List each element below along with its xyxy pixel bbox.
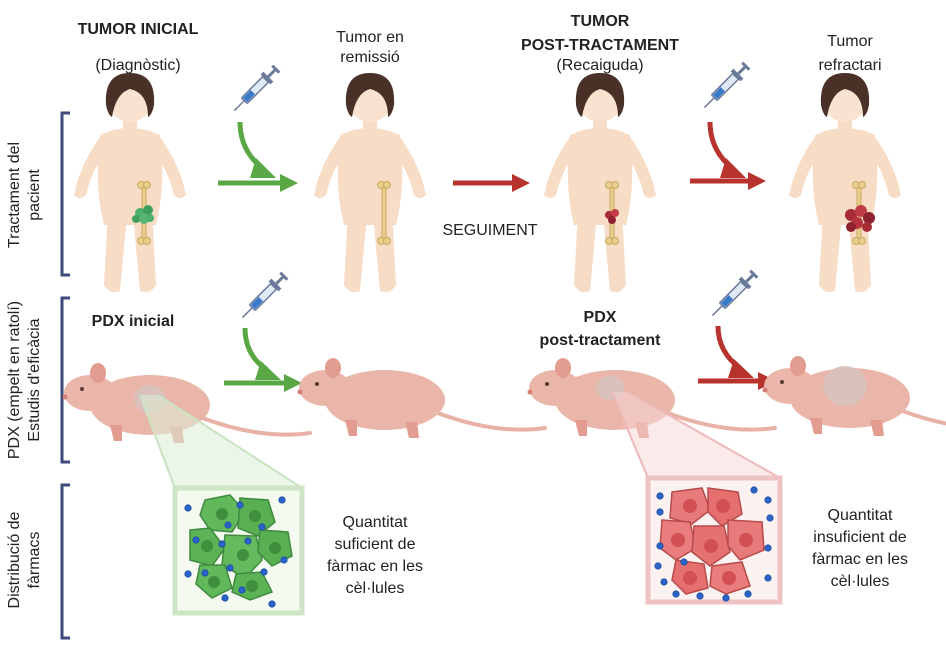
tumor-initial	[132, 205, 154, 224]
stage-refractory-title-1: Tumor	[827, 33, 873, 50]
drug-text-insufficient-line4: cèl·lules	[830, 573, 890, 590]
child-initial	[74, 73, 186, 293]
drug-text-sufficient-line3: fàrmac en les	[326, 558, 424, 575]
cell-box-insufficient	[645, 475, 783, 605]
drug-text-sufficient-line1: Quantitat	[342, 514, 408, 531]
drug-text-insufficient-line2: insuficient de	[813, 529, 907, 546]
arrow-red-followup	[453, 174, 530, 192]
bracket-patient	[60, 111, 70, 277]
stage-remission-title-2: remissió	[340, 49, 400, 66]
child-post	[544, 73, 656, 293]
pdx-initial-label: PDX inicial	[91, 313, 175, 330]
syringe-icon-2	[698, 59, 753, 114]
drug-text-sufficient-line2: suficient de	[334, 536, 416, 553]
zoom-cone-red	[612, 392, 780, 478]
arrow-green-treatment-2	[224, 327, 302, 392]
drug-text-sufficient: Quantitat suficient de fàrmac en les cèl…	[305, 512, 445, 600]
child-refractory	[789, 73, 901, 293]
syringe-icon-4	[706, 267, 761, 322]
stage-post-title-1: TUMOR	[570, 13, 630, 30]
syringe-icon-3	[236, 269, 291, 324]
zoom-cone-green	[140, 395, 302, 488]
stage-post-title-2: POST-TRACTAMENT	[521, 37, 679, 54]
stage-post-subtitle: (Recaiguda)	[556, 57, 644, 74]
mouse-pdx-post-treated	[760, 354, 946, 438]
mouse-pdx-initial-treated	[295, 356, 547, 440]
arrow-red-treatment-1	[690, 121, 766, 190]
drug-text-sufficient-line4: cèl·lules	[345, 580, 405, 597]
stage-initial-title: TUMOR INICIAL	[77, 21, 199, 38]
bracket-drug	[60, 483, 70, 640]
bracket-pdx	[60, 296, 70, 464]
pdx-post-label-1: PDX	[583, 309, 617, 326]
arrow-green-treatment-1	[218, 121, 298, 192]
tumor-post	[605, 209, 619, 224]
child-remission	[314, 73, 426, 293]
drug-text-insufficient: Quantitat insuficient de fàrmac en les c…	[785, 505, 935, 593]
drug-text-insufficient-line3: fàrmac en les	[811, 551, 909, 568]
followup-label: SEGUIMENT	[442, 222, 538, 239]
drug-text-insufficient-line1: Quantitat	[827, 507, 893, 524]
arrow-red-treatment-2	[698, 325, 776, 390]
pdx-post-label-2: post-tractament	[539, 332, 661, 349]
tumor-refractory	[845, 205, 875, 232]
cell-box-sufficient	[172, 485, 305, 616]
syringe-icon-1	[228, 62, 283, 117]
stage-remission-title-1: Tumor en	[336, 29, 404, 46]
stage-initial-subtitle: (Diagnòstic)	[95, 57, 181, 74]
stage-refractory-title-2: refractari	[818, 57, 882, 74]
